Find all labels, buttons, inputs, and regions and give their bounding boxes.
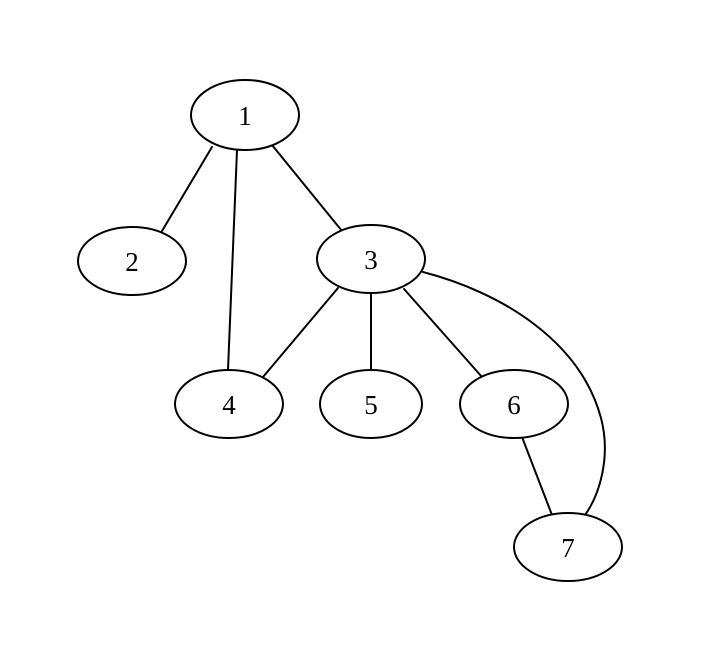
graph-edge-6-7 xyxy=(521,436,553,516)
node-label-3: 3 xyxy=(364,245,378,275)
graph-node-7[interactable]: 7 xyxy=(513,512,623,582)
node-ellipse-1[interactable] xyxy=(190,79,300,151)
node-label-1: 1 xyxy=(238,101,252,131)
graph-node-2[interactable]: 2 xyxy=(77,226,187,296)
node-ellipse-3[interactable] xyxy=(316,224,426,294)
graph-edge-3-4 xyxy=(262,287,339,378)
node-label-7: 7 xyxy=(561,533,575,563)
graph-edge-3-7 xyxy=(422,271,606,516)
graph-node-4[interactable]: 4 xyxy=(174,369,284,439)
node-ellipse-4[interactable] xyxy=(174,369,284,439)
node-label-6: 6 xyxy=(507,390,521,420)
node-label-4: 4 xyxy=(222,390,236,420)
graph-edge-1-4 xyxy=(227,149,238,371)
graph-node-6[interactable]: 6 xyxy=(459,369,569,439)
node-label-2: 2 xyxy=(125,247,139,277)
graph-edge-3-6 xyxy=(403,288,483,378)
node-ellipse-7[interactable] xyxy=(513,512,623,582)
graph-edge-1-3 xyxy=(271,144,343,232)
node-label-5: 5 xyxy=(364,390,378,420)
graph-node-5[interactable]: 5 xyxy=(319,369,423,439)
edges-layer xyxy=(161,144,606,516)
graph-edge-1-2 xyxy=(161,146,213,232)
nodes-layer: 1 2 3 4 5 6 7 xyxy=(77,79,623,582)
graph-node-1[interactable]: 1 xyxy=(190,79,300,151)
node-ellipse-5[interactable] xyxy=(319,369,423,439)
node-ellipse-6[interactable] xyxy=(459,369,569,439)
node-ellipse-2[interactable] xyxy=(77,226,187,296)
graph-node-3[interactable]: 3 xyxy=(316,224,426,294)
